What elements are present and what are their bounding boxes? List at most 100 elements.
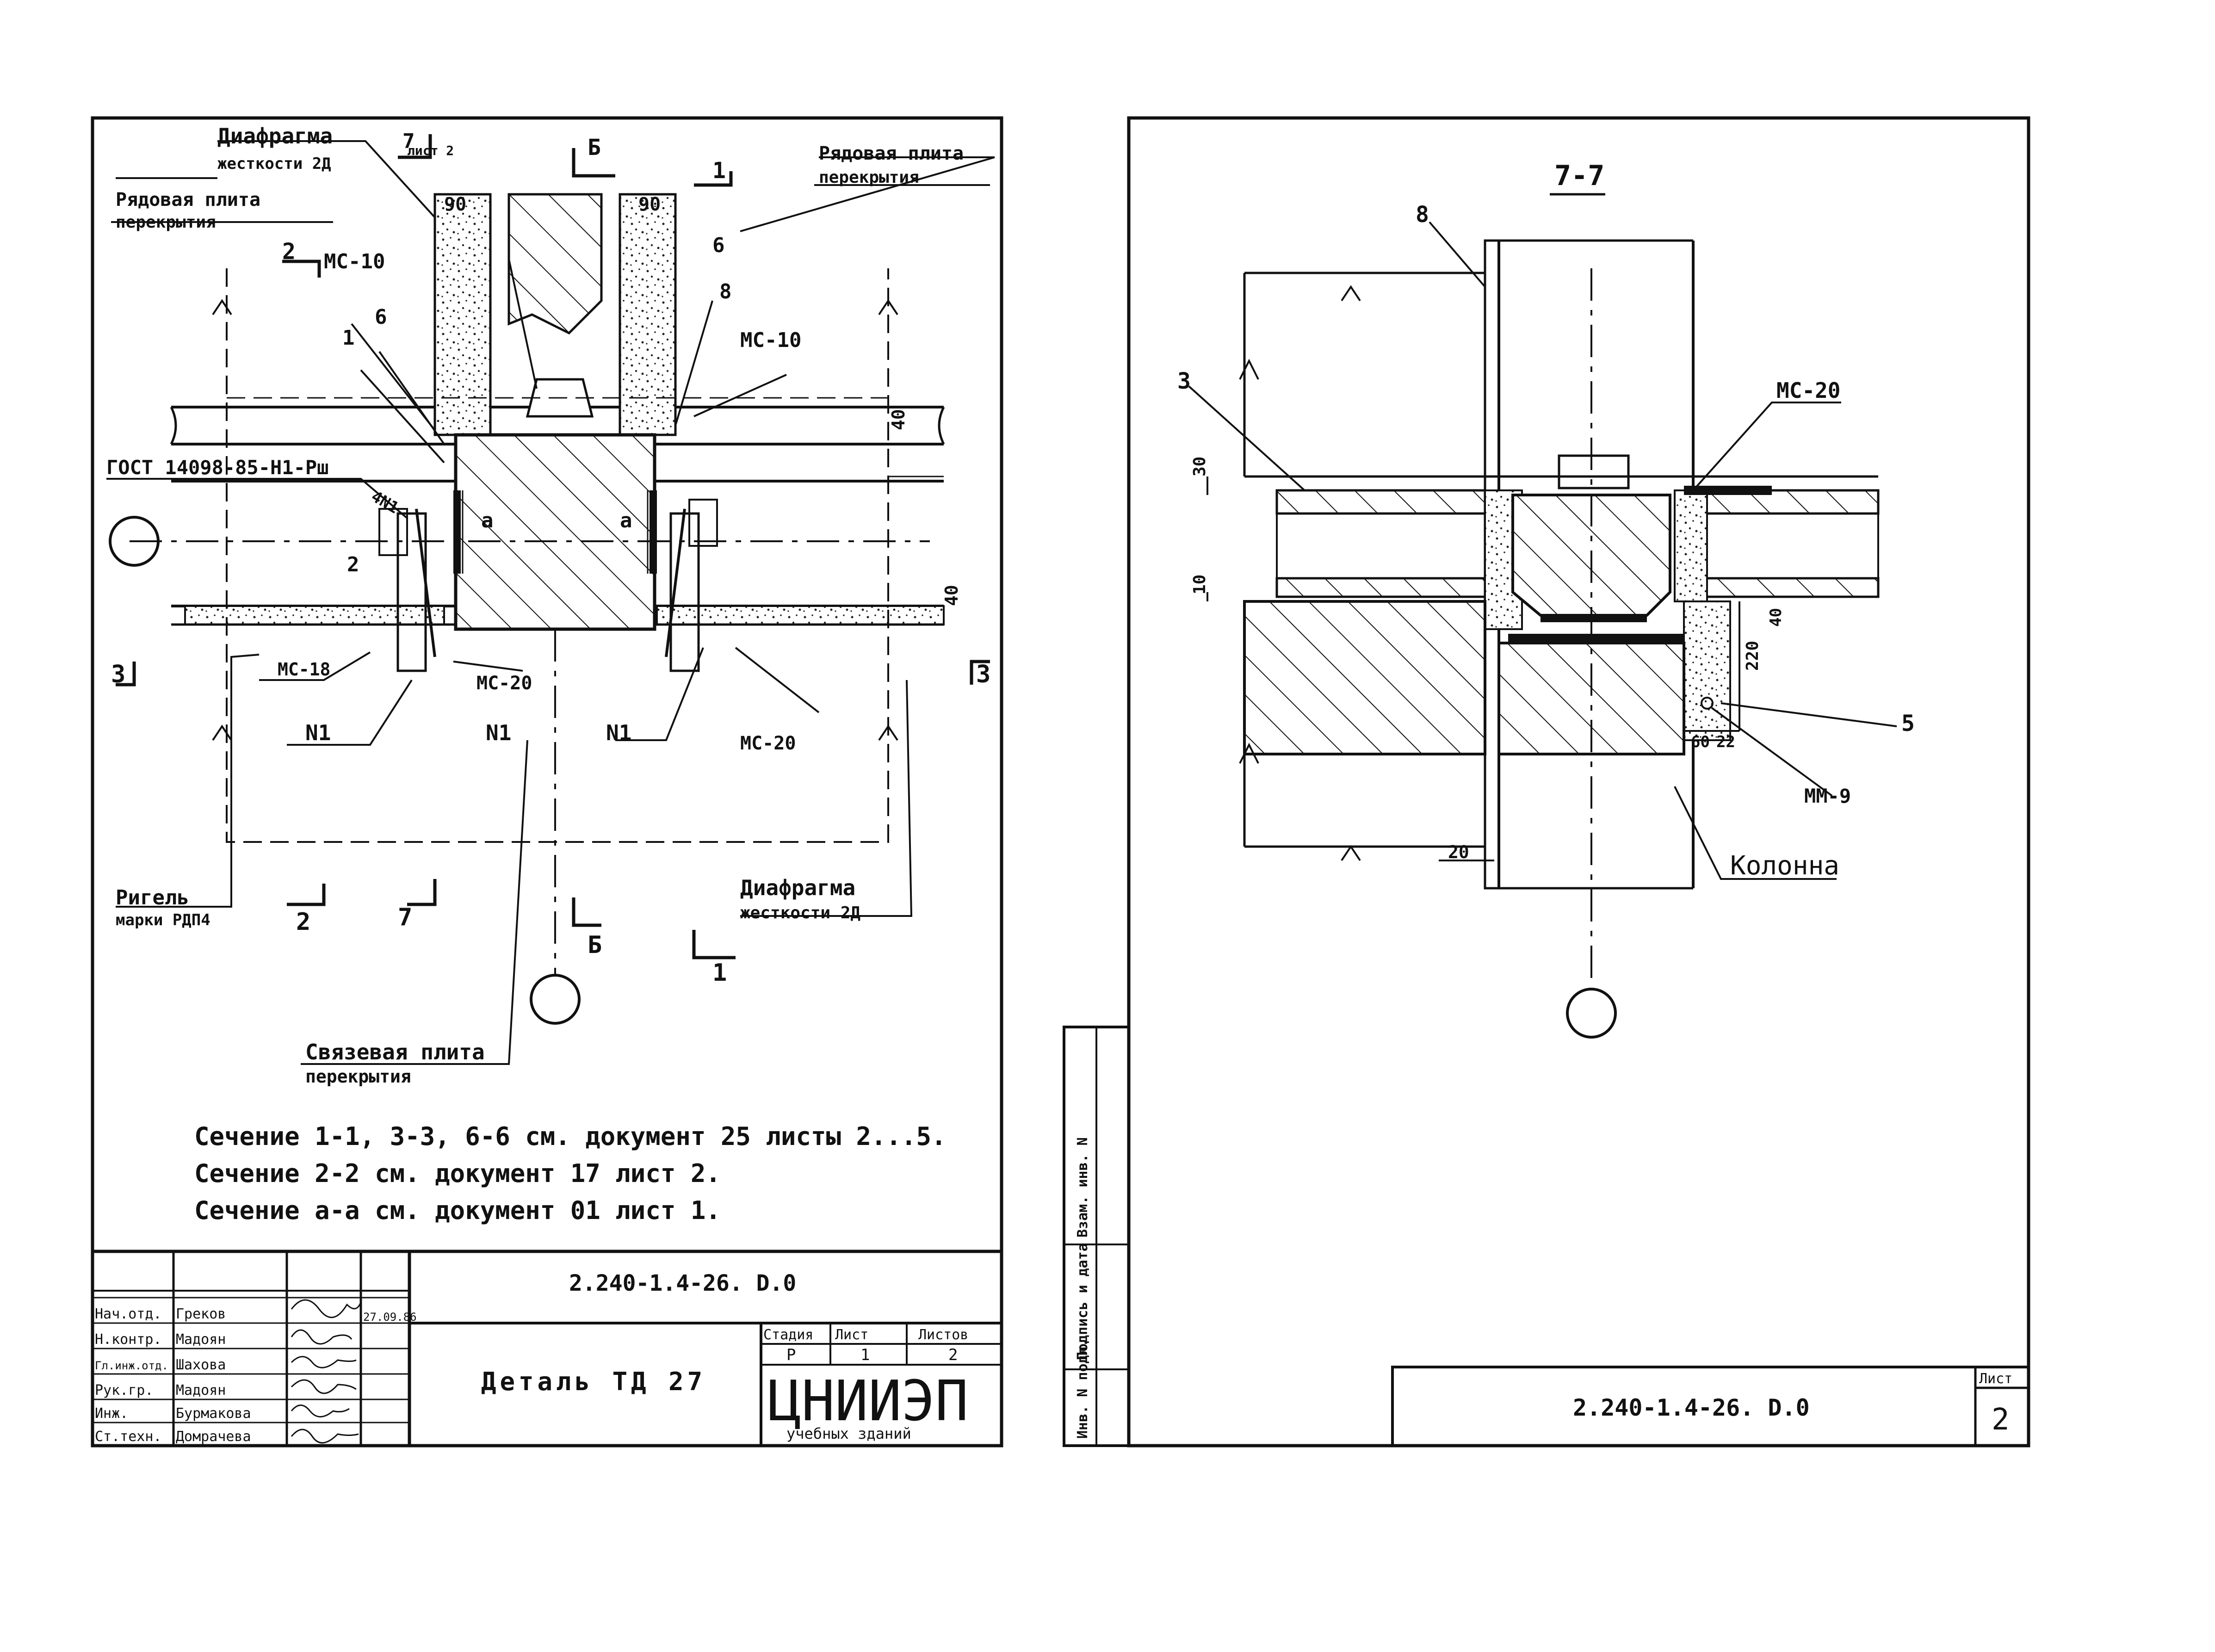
label-sheet-ref: лист 2: [407, 143, 454, 158]
title-sheets: 2: [948, 1346, 958, 1364]
cut-b-top: Б: [588, 135, 601, 161]
right-sheet-frame: [1127, 116, 2030, 1448]
cut-b-bottom: Б: [588, 931, 602, 959]
r-column: Колонна: [1730, 851, 1839, 881]
role-2: Гл.инж.отд.: [95, 1359, 168, 1372]
r-dim-10: 10: [1190, 575, 1209, 594]
cut-3-left: 3: [111, 661, 125, 688]
title-sheet-header: Лист: [835, 1327, 868, 1343]
signatures: [291, 1299, 362, 1444]
role-4: Инж.: [95, 1405, 128, 1422]
r-pos-8: 8: [1416, 202, 1429, 228]
label-row-slab-left-sub: перекрытия: [116, 213, 216, 232]
r-sheet: 2: [1992, 1403, 2010, 1437]
label-tie-slab: Связевая плита: [305, 1039, 485, 1064]
label-pos-8: 8: [719, 280, 732, 303]
cut-1-bottom: 1: [712, 959, 727, 987]
label-mc18: МС-18: [278, 659, 330, 680]
stamp-replace: Взам. инв. N: [1075, 1137, 1091, 1237]
right-leaders: [1188, 221, 1897, 880]
name-3: Мадоян: [176, 1382, 226, 1398]
r-mc20: МС-20: [1776, 378, 1840, 403]
cut-3-right: 3: [976, 661, 990, 688]
name-0: Греков: [176, 1306, 226, 1322]
label-rigel-sub: марки РДП4: [116, 911, 210, 929]
title-date: 27.09.86: [363, 1311, 417, 1324]
label-mc20-left: МС-20: [476, 673, 532, 694]
role-1: Н.контр.: [95, 1331, 162, 1348]
label-diaphragm-top-sub: жесткости 2Д: [217, 155, 331, 173]
label-diaphragm-bottom: Диафрагма: [740, 875, 855, 900]
label-row-slab-left: Рядовая плита: [116, 189, 260, 210]
r-dim-60: 60: [1691, 733, 1710, 751]
role-5: Ст.техн.: [95, 1429, 162, 1445]
dim-90-left: 90: [444, 194, 466, 215]
r-pos-5: 5: [1901, 711, 1915, 736]
label-mc20-right: МС-20: [740, 733, 796, 754]
left-structure: [109, 193, 945, 1025]
label-mc10-left: МС-10: [324, 250, 385, 273]
label-rigel: Ригель: [116, 886, 189, 910]
label-n1-right: N1: [606, 720, 631, 745]
title-sheet: 1: [860, 1346, 870, 1364]
right-title-block: 2.240-1.4-26. D.0 Лист 2: [1391, 1366, 2030, 1447]
label-diaphragm-bottom-sub: жесткости 2Д: [740, 903, 860, 922]
r-dim-22: 22: [1716, 733, 1735, 751]
label-n1-mid: N1: [486, 720, 511, 745]
side-stamp: Инв. N подл. Подпись и дата Взам. инв. N: [1063, 1026, 1130, 1447]
diaphragm-right-concrete: [619, 193, 677, 436]
note-2: Сечение 2-2 см. документ 17 лист 2.: [194, 1159, 721, 1188]
name-1: Мадоян: [176, 1331, 226, 1348]
label-gost: ГОСТ 14098-85-Н1-Рш: [106, 456, 328, 479]
stamp-sign: Подпись и дата: [1075, 1243, 1091, 1360]
title-stage-header: Стадия: [763, 1327, 813, 1343]
left-leaders: [106, 140, 995, 1065]
label-row-slab-right-sub: перекрытия: [819, 168, 919, 187]
note-3: Сечение а-а см. документ 01 лист 1.: [194, 1196, 721, 1225]
section-title: 7-7: [1554, 160, 1604, 192]
role-3: Рук.гр.: [95, 1382, 153, 1398]
label-pos-6-left: 6: [375, 305, 387, 329]
right-structure: [1206, 239, 1880, 1039]
r-dim-30: 30: [1190, 457, 1209, 476]
r-sheet-header: Лист: [1979, 1371, 2012, 1387]
dim-40-mid: 40: [941, 585, 962, 606]
axis-marker-left: [109, 516, 160, 567]
r-dim-220: 220: [1743, 641, 1762, 671]
axis-marker-bottom: [530, 974, 581, 1025]
note-1: Сечение 1-1, 3-3, 6-6 см. документ 25 ли…: [194, 1122, 947, 1151]
label-n1-left: N1: [305, 720, 331, 745]
label-diaphragm-top: Диафрагма: [217, 124, 333, 148]
r-mm9: ММ-9: [1804, 785, 1851, 807]
label-pos-2: 2: [347, 553, 359, 576]
title-name: Деталь ТД 27: [481, 1367, 706, 1396]
label-tie-slab-sub: перекрытия: [305, 1066, 411, 1087]
label-mc10-right: МС-10: [740, 328, 801, 352]
stamp-inv: Инв. N подл.: [1075, 1338, 1091, 1439]
title-stage: Р: [786, 1346, 796, 1364]
label-pos-1: 1: [342, 326, 355, 350]
cut-7-bottom: 7: [398, 903, 412, 931]
left-sheet: Диафрагма жесткости 2Д лист 2 Рядовая пл…: [91, 116, 1003, 1448]
label-row-slab-right: Рядовая плита: [819, 143, 964, 164]
r-dim-20: 20: [1448, 842, 1469, 862]
r-doc-code: 2.240-1.4-26. D.0: [1573, 1394, 1810, 1421]
cut-7-top: 7: [402, 130, 415, 153]
r-dim-40: 40: [1767, 608, 1785, 627]
label-alpha-right: a: [620, 509, 632, 532]
label-pos-6-right: 6: [712, 234, 725, 257]
title-doc-code: 2.240-1.4-26. D.0: [569, 1270, 796, 1296]
role-0: Нач.отд.: [95, 1306, 162, 1322]
r-pos-3: 3: [1177, 368, 1191, 394]
cut-2-top: 2: [282, 239, 296, 265]
upper-column-stub: [507, 193, 603, 335]
cut-2-bottom: 2: [296, 908, 310, 936]
name-5: Домрачева: [176, 1429, 251, 1445]
title-org-sub: учебных зданий: [786, 1425, 911, 1442]
title-org: ЦНИИЭП: [768, 1369, 968, 1434]
label-alpha-left: a: [481, 509, 494, 532]
left-title-block: 2.240-1.4-26. D.0 Деталь ТД 27 Стадия Ли…: [93, 1250, 1002, 1446]
name-4: Бурмакова: [176, 1405, 251, 1422]
cut-1-top: 1: [712, 158, 726, 184]
